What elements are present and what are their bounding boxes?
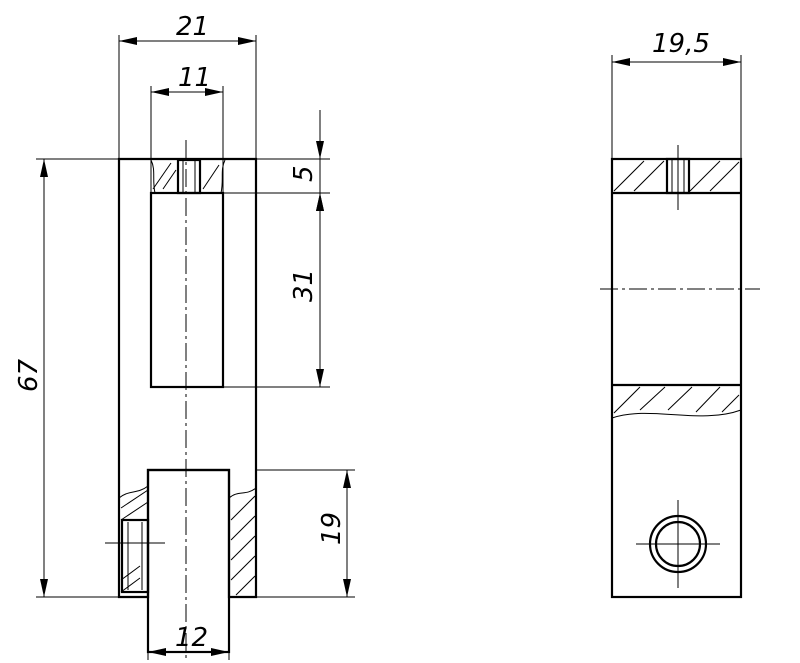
front-view-outline [117,157,258,599]
front-view: 21 11 5 31 67 [14,12,355,660]
side-top-hatch [613,160,740,192]
right-bottom-hatch [228,487,257,596]
dim-side-width: 19,5 [612,29,741,66]
dim-label-11: 11 [178,63,211,93]
dim-label-67: 67 [14,358,44,392]
dim-bottom-bore-height: 19 [317,470,351,597]
dim-label-19-5: 19,5 [652,29,710,59]
dim-bottom-bore-width: 12 [148,623,229,656]
dim-overall-width: 21 [119,12,256,45]
side-bore-circle [636,500,720,588]
dim-label-5: 5 [289,165,319,182]
dim-label-12: 12 [175,623,208,653]
dim-label-31: 31 [289,269,319,302]
dim-slot-depth: 31 [289,193,324,387]
front-extension-lines [36,35,355,660]
top-thread-hole [176,158,202,195]
dim-slot-width: 11 [151,63,223,96]
side-thread-hole [105,485,165,594]
side-view-outline [610,157,743,599]
dim-label-21: 21 [176,12,209,42]
dim-overall-height: 67 [14,159,48,597]
side-middle-hatch [611,386,742,419]
dim-label-19: 19 [317,512,347,545]
upper-slot [149,191,225,389]
side-view: 19,5 [600,29,760,599]
top-section-hatch [150,159,226,194]
